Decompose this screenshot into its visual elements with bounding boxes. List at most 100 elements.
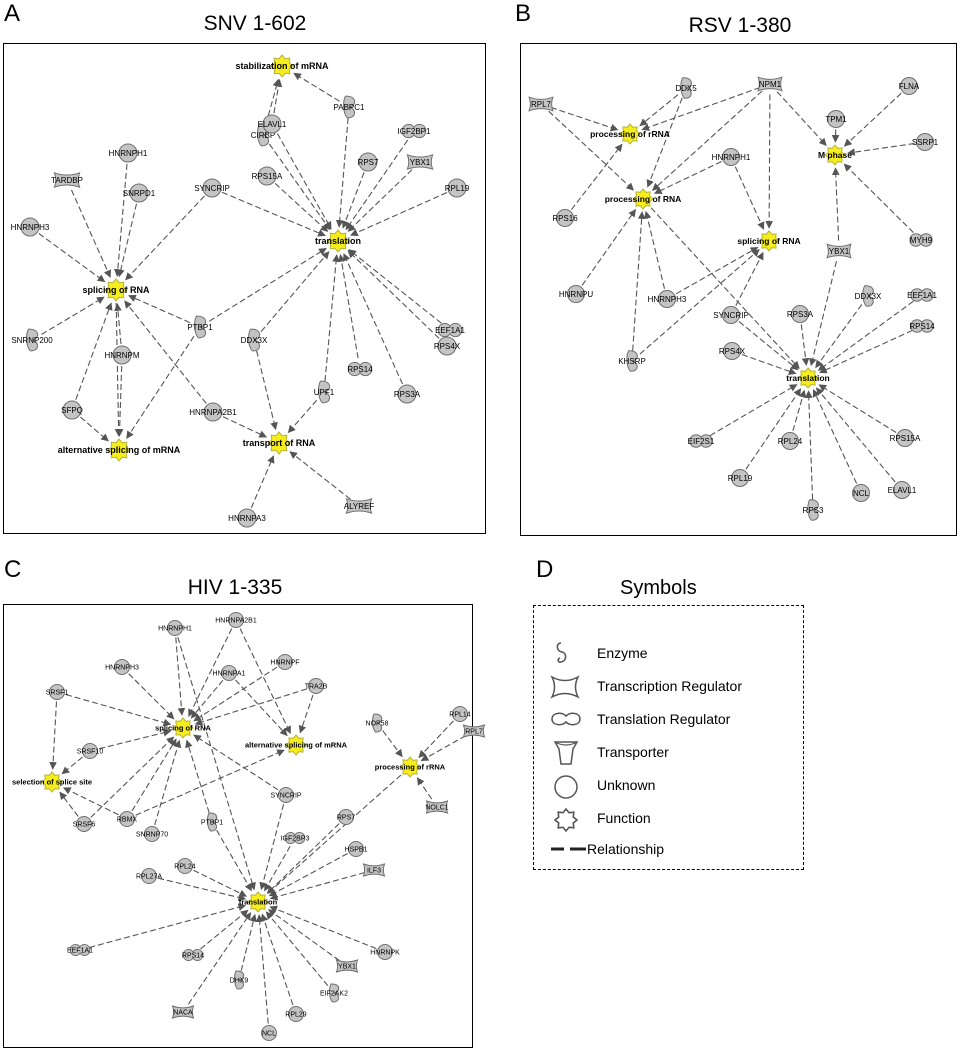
molecule-node-npm1[interactable]: NPM1 xyxy=(757,76,783,92)
molecule-node-syncrip[interactable]: SYNCRIP xyxy=(270,787,302,803)
molecule-node-ptbp1[interactable]: PTBP1 xyxy=(201,812,223,832)
function-node-splice[interactable]: splicing of RNA xyxy=(155,717,211,739)
molecule-node-rps15a[interactable]: RPS15A xyxy=(252,166,283,186)
molecule-node-snrnp70[interactable]: SNRNP70 xyxy=(136,826,168,842)
function-node-sel[interactable]: selection of splice site xyxy=(12,771,92,793)
molecule-node-hnrnph3[interactable]: HNRNPH3 xyxy=(11,217,50,237)
molecule-node-hnrnpa3[interactable]: HNRNPA3 xyxy=(228,508,266,528)
molecule-node-rps14[interactable]: RPS14 xyxy=(347,361,373,377)
molecule-node-srsf1[interactable]: SRSF1 xyxy=(46,684,69,700)
molecule-node-nolc1[interactable]: NOLC1 xyxy=(425,800,449,814)
molecule-node-hspb1[interactable]: HSPB1 xyxy=(345,841,368,857)
function-node-splice[interactable]: splicing of RNA xyxy=(83,278,150,302)
molecule-node-rps4x[interactable]: RPS4X xyxy=(719,342,746,360)
molecule-node-snrnp200[interactable]: SNRNP200 xyxy=(11,328,53,352)
function-node-alt[interactable]: alternative splicing of mRNA xyxy=(58,438,181,462)
molecule-node-rpl24[interactable]: RPL24 xyxy=(778,432,803,450)
molecule-node-naca[interactable]: NACA xyxy=(171,1005,195,1019)
molecule-node-rpl7[interactable]: RPL7 xyxy=(528,96,554,112)
molecule-node-ssrp1[interactable]: SSRP1 xyxy=(912,133,939,151)
molecule-node-ptbp1[interactable]: PTBP1 xyxy=(187,315,213,339)
molecule-node-elavl1[interactable]: ELAVL1 xyxy=(258,114,287,134)
molecule-node-alyref[interactable]: ALYREF xyxy=(344,497,375,515)
molecule-node-rpl14[interactable]: RPL14 xyxy=(449,706,471,722)
function-node-trans[interactable]: translation xyxy=(315,229,361,253)
molecule-node-upf1[interactable]: UPF1 xyxy=(314,380,335,404)
molecule-node-eef1a1[interactable]: EEF1A1 xyxy=(907,288,937,302)
molecule-node-rps7[interactable]: RPS7 xyxy=(337,809,355,825)
molecule-node-hnrnpf[interactable]: HNRNPF xyxy=(270,654,300,670)
molecule-node-eif2ak2[interactable]: EIF2AK2 xyxy=(320,983,348,1003)
molecule-node-rpl27a[interactable]: RPL27A xyxy=(136,868,162,884)
molecule-node-rps14[interactable]: RPS14 xyxy=(182,949,204,961)
molecule-node-tardbp[interactable]: TARDBP xyxy=(51,171,83,189)
molecule-node-syncrip[interactable]: SYNCRIP xyxy=(194,178,230,198)
molecule-node-hnrnpk[interactable]: HNRNPK xyxy=(370,944,400,960)
molecule-node-rpl7[interactable]: RPL7 xyxy=(462,724,486,738)
molecule-node-nop58[interactable]: NOP58 xyxy=(366,713,389,733)
molecule-node-hnrnph3[interactable]: HNRNPH3 xyxy=(105,659,139,675)
molecule-node-ilf3[interactable]: ILF3 xyxy=(362,863,386,877)
molecule-node-rps7[interactable]: RPS7 xyxy=(358,152,379,172)
molecule-node-rpl19[interactable]: RPL19 xyxy=(728,469,753,487)
molecule-node-ncl[interactable]: NCL xyxy=(261,1025,277,1041)
molecule-node-sfpq[interactable]: SFPQ xyxy=(61,400,83,420)
molecule-node-tra2b[interactable]: TRA2B xyxy=(305,678,328,694)
molecule-node-elavl1[interactable]: ELAVL1 xyxy=(888,481,917,499)
molecule-node-hnrnph1[interactable]: HNRNPH1 xyxy=(109,143,148,163)
function-node-trans[interactable]: translation xyxy=(786,367,830,389)
molecule-node-ybx1[interactable]: YBX1 xyxy=(826,243,852,259)
function-node-alt[interactable]: alternative splicing of mRNA xyxy=(245,734,348,756)
molecule-node-hnrnph3[interactable]: HNRNPH3 xyxy=(648,290,687,308)
function-node-transport[interactable]: transport of RNA xyxy=(243,431,316,455)
molecule-node-hnrnpm[interactable]: HNRNPM xyxy=(104,345,140,365)
molecule-node-rpl29[interactable]: RPL29 xyxy=(285,1006,307,1022)
molecule-node-ddx3x[interactable]: DDX3X xyxy=(855,285,882,307)
molecule-node-hnrnph1[interactable]: HNRNPH1 xyxy=(712,148,751,166)
molecule-node-igf2bp3[interactable]: IGF2BP3 xyxy=(281,832,310,844)
molecule-node-ybx1[interactable]: YBX1 xyxy=(335,959,359,973)
molecule-node-hnrnpa2b1[interactable]: HNRNPA2B1 xyxy=(189,402,237,422)
molecule-node-dhx9[interactable]: DHX9 xyxy=(230,970,249,990)
molecule-node-rps4x[interactable]: RPS4X xyxy=(434,336,461,356)
molecule-node-rbmx[interactable]: RBMX xyxy=(117,811,138,827)
molecule-node-hnrnpa1[interactable]: HNRNPA1 xyxy=(213,665,246,681)
molecule-node-srsf10[interactable]: SRSF10 xyxy=(77,743,104,759)
molecule-node-igf2bp1[interactable]: IGF2BP1 xyxy=(398,123,431,139)
molecule-node-hnrnpu[interactable]: HNRNPU xyxy=(559,285,593,303)
function-node-prna[interactable]: processing of RNA xyxy=(605,188,682,210)
molecule-node-syncrip[interactable]: SYNCRIP xyxy=(713,306,749,324)
molecule-node-ddx5[interactable]: DDX5 xyxy=(675,77,697,99)
molecule-node-rps3a[interactable]: RPS3A xyxy=(787,305,814,323)
molecule-node-pabpc1[interactable]: PABPC1 xyxy=(334,95,366,119)
molecule-node-myh9[interactable]: MYH9 xyxy=(909,233,933,247)
molecule-label: HNRNPA1 xyxy=(213,670,246,677)
function-node-stab[interactable]: stabilization of mRNA xyxy=(235,54,329,78)
function-node-splice[interactable]: splicing of RNA xyxy=(737,230,801,252)
molecule-node-rps16[interactable]: RPS16 xyxy=(552,209,578,227)
molecule-node-rps15a[interactable]: RPS15A xyxy=(890,429,921,447)
function-node-mphase[interactable]: M phase xyxy=(818,144,852,166)
molecule-node-hnrnpa2b1[interactable]: HNRNPA2B1 xyxy=(215,612,257,628)
molecule-node-ddx3x[interactable]: DDX3X xyxy=(241,328,268,352)
molecule-node-srsf6[interactable]: SRSF6 xyxy=(73,816,96,832)
molecule-node-ncl[interactable]: NCL xyxy=(852,484,870,502)
molecule-node-tpm1[interactable]: TPM1 xyxy=(825,110,847,128)
function-node-prrna[interactable]: processing of rRNA xyxy=(375,756,446,778)
molecule-node-rps3[interactable]: RPS3 xyxy=(803,499,824,521)
molecule-node-eef1a1[interactable]: EEF1A1 xyxy=(435,322,465,338)
molecule-node-hnrnph1[interactable]: HNRNPH1 xyxy=(158,620,192,636)
molecule-node-khsrp[interactable]: KHSRP xyxy=(618,350,646,372)
function-node-prrna[interactable]: processing of rRNA xyxy=(590,123,670,145)
molecule-node-snrpd1[interactable]: SNRPD1 xyxy=(123,183,156,203)
molecule-node-ybx1[interactable]: YBX1 xyxy=(406,153,434,171)
molecule-node-rpl24[interactable]: RPL24 xyxy=(174,858,196,874)
molecule-node-flna[interactable]: FLNA xyxy=(899,77,920,95)
function-label: translation xyxy=(786,373,829,383)
molecule-node-rps3a[interactable]: RPS3A xyxy=(394,384,421,404)
molecule-node-eif2s1[interactable]: EIF2S1 xyxy=(688,434,715,448)
function-node-trans[interactable]: translation xyxy=(239,891,278,913)
molecule-node-eef1a1[interactable]: EEF1A1 xyxy=(67,944,93,956)
molecule-node-rps14[interactable]: RPS14 xyxy=(909,319,935,333)
molecule-node-rpl19[interactable]: RPL19 xyxy=(445,178,470,198)
